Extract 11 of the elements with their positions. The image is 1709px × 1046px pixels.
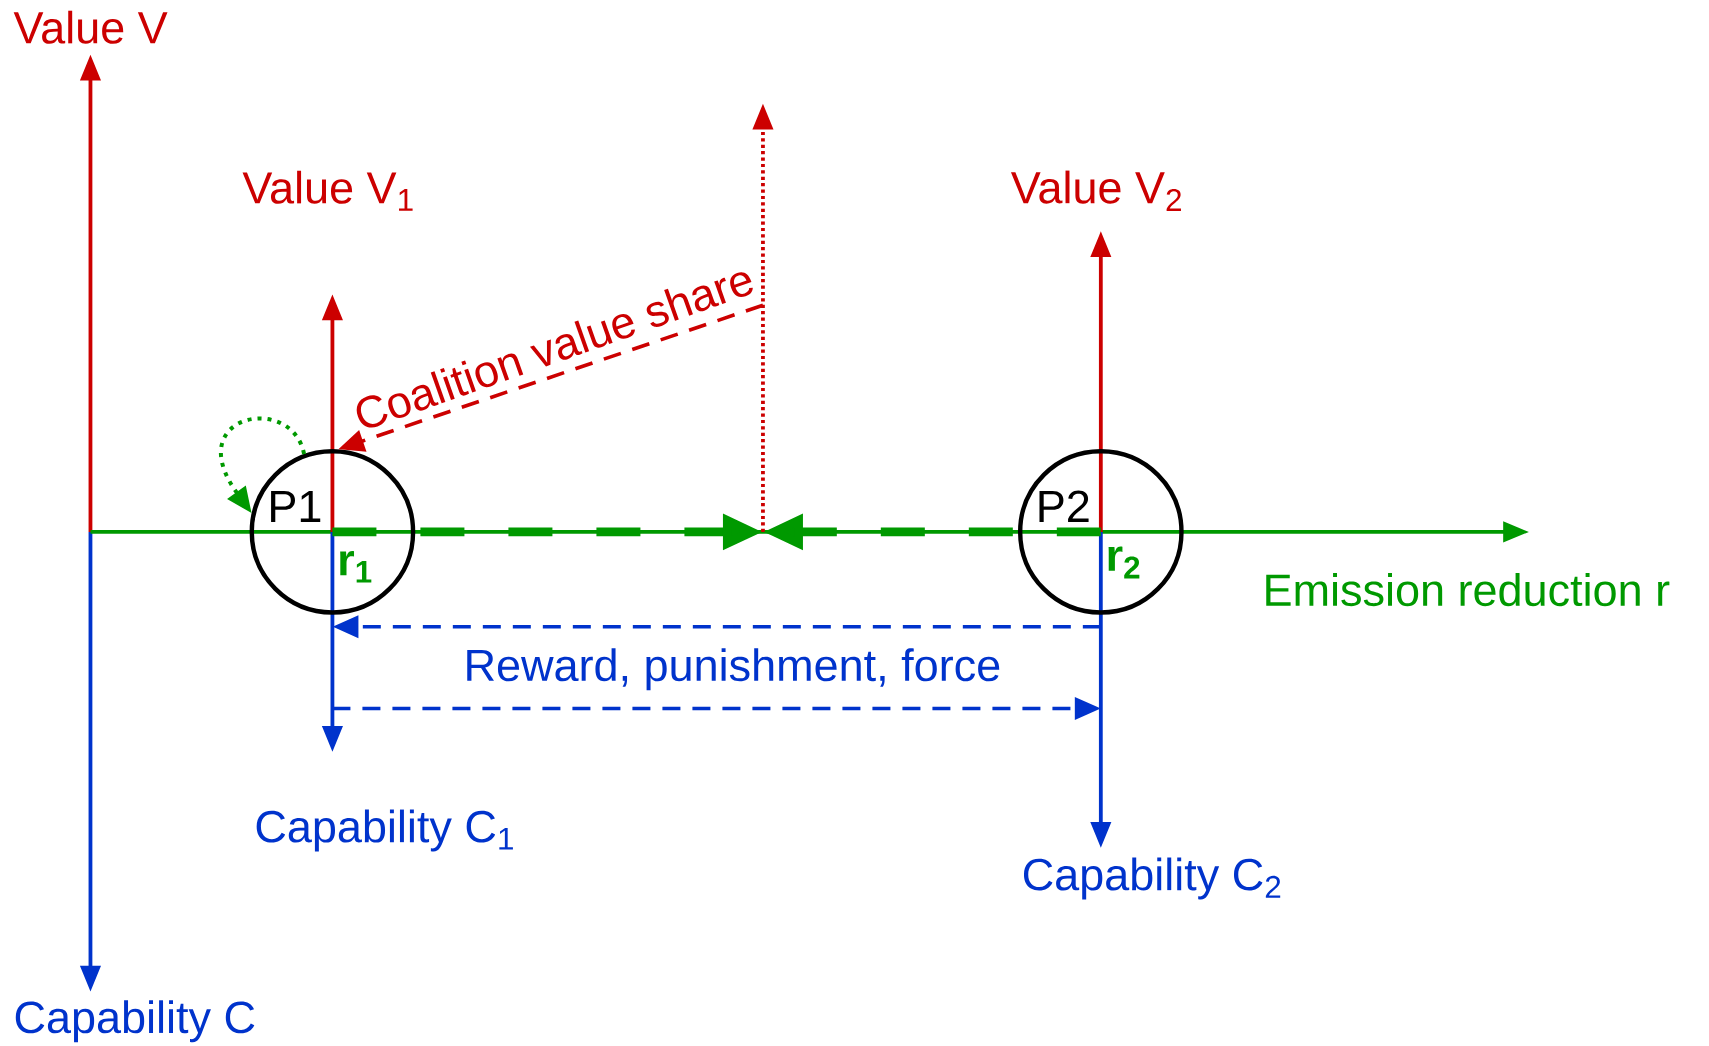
axis-label: Emission reduction r	[1266, 573, 1670, 607]
axis-label: Capability C$_{1}$	[256, 809, 513, 852]
point-label: r$_{2}$	[1108, 546, 1140, 579]
axis-label: Value V	[13, 10, 168, 44]
annotation-label: Reward, punishment, force	[467, 648, 1000, 691]
point-label: r$_{1}$	[340, 550, 372, 583]
axis-label: Value V$_{1}$	[242, 170, 413, 211]
axis-label: Value V$_{2}$	[1010, 170, 1181, 211]
edge-label: Coalition value share	[356, 272, 753, 428]
axis-label: Capability C	[15, 1000, 255, 1043]
axis-label: Capability C$_{2}$	[1023, 857, 1281, 900]
